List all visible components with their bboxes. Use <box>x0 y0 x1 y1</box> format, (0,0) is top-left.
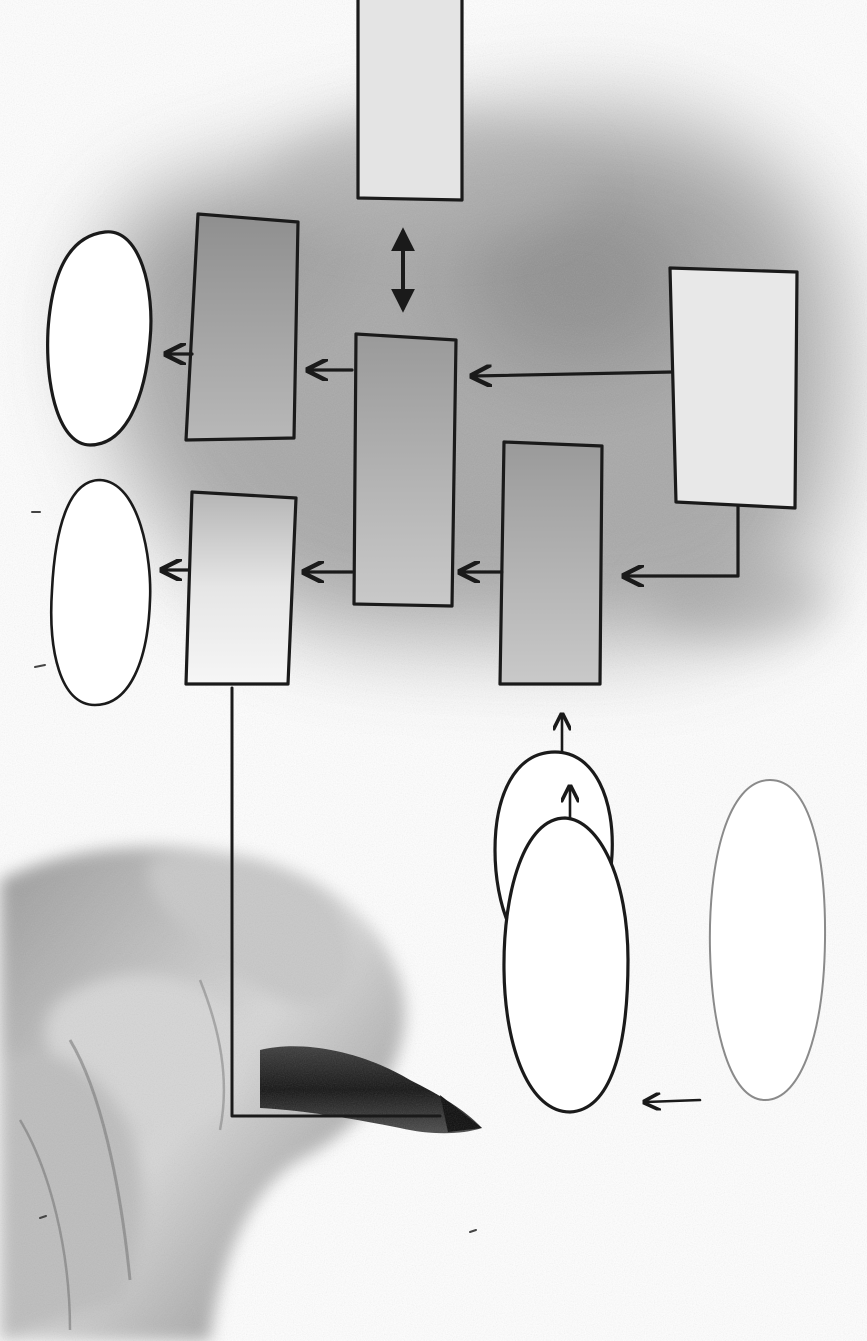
diagram <box>46 0 827 1118</box>
edge-marks <box>31 511 477 1233</box>
arrow-right-top-elbow <box>626 504 740 576</box>
box-right-top <box>668 266 799 510</box>
oval-left-upper <box>46 230 153 447</box>
oval-bottom-right <box>708 779 827 1101</box>
box-left-upper <box>184 212 300 442</box>
box-left-lower <box>184 490 298 686</box>
arrow-right-to-center <box>474 372 674 376</box>
oval-bottom-mid <box>502 816 630 1114</box>
box-right-lower <box>498 440 604 686</box>
box-top-open <box>356 0 464 202</box>
connector-line <box>230 686 442 1118</box>
oval-left-lower <box>50 478 152 707</box>
arrow-faint-to-bottom <box>646 1100 702 1102</box>
box-center <box>352 332 458 608</box>
